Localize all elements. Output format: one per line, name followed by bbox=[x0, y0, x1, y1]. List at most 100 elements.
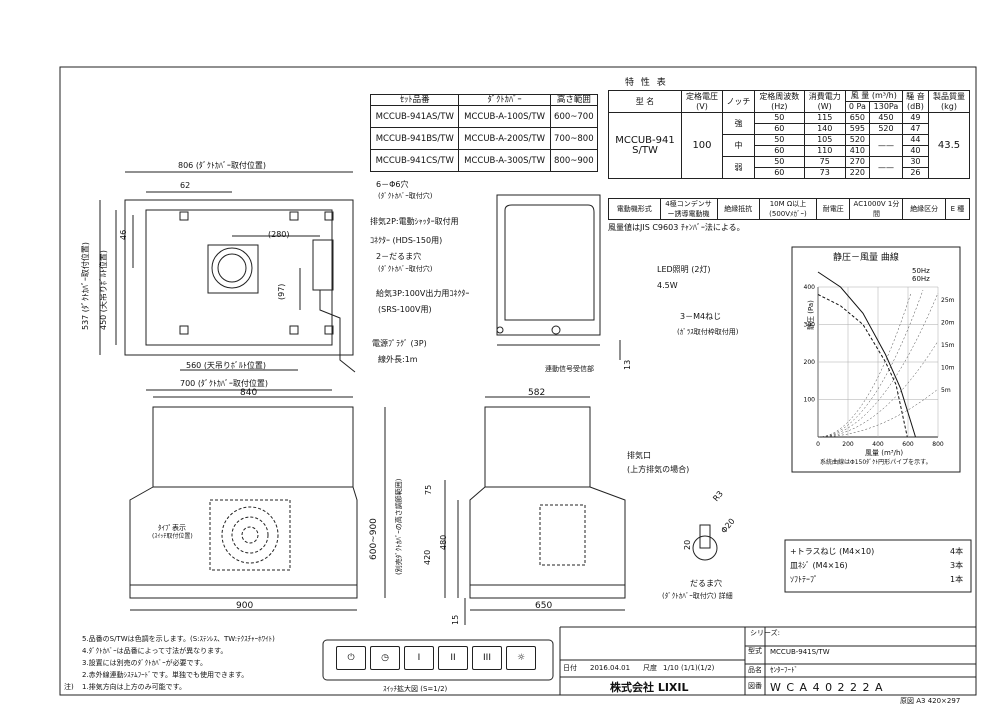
exhaust-label-sub: (上方排気の場合) bbox=[627, 465, 690, 474]
chart-duct-label: 20m bbox=[941, 320, 955, 327]
daruma-detail-label: だるま穴 bbox=[690, 579, 722, 588]
set-cell: MCCUB-941BS/TW bbox=[369, 127, 460, 150]
spec-h-noise: 騒 音(dB) bbox=[901, 90, 929, 113]
dim-20: 20 bbox=[683, 539, 692, 550]
dim-600: 600~900 bbox=[369, 518, 379, 560]
spec-row2-cell: 絶縁抵抗 bbox=[716, 198, 760, 220]
set-header-duct: ﾀﾞｸﾄｶﾊﾞｰ bbox=[458, 94, 551, 106]
chart-y-tick: 100 bbox=[804, 397, 816, 404]
spec-cell: 50 bbox=[753, 134, 805, 146]
spec-cell: 140 bbox=[803, 123, 846, 135]
spec-h-voltage-unit: (V) bbox=[696, 101, 708, 111]
led-label: LED照明 (2灯) bbox=[657, 265, 711, 274]
spec-notch: 中 bbox=[721, 134, 755, 157]
spec-cell: 49 bbox=[901, 112, 929, 124]
chart-duct-label: 10m bbox=[941, 365, 955, 372]
set-cell: MCCUB-A-100S/TW bbox=[458, 105, 551, 128]
spec-cell: 60 bbox=[753, 123, 805, 135]
dim-75: 75 bbox=[424, 484, 433, 495]
spec-h-pa0: 0 Pa bbox=[844, 101, 871, 113]
spec-h-noise-text: 騒 音 bbox=[906, 91, 925, 101]
spec-cell: 595 bbox=[844, 123, 871, 135]
set-cell: 800~900 bbox=[549, 149, 599, 172]
exh-label: 排気2P:電動ｼｬｯﾀｰ取付用 bbox=[370, 217, 459, 226]
chart-system-curve bbox=[817, 292, 939, 438]
spec-cell: 115 bbox=[803, 112, 846, 124]
note: 5.品番のS/TWは色調を示します。(S:ｽﾃﾝﾚｽ、TW:ﾃｸｽﾁｬｰﾎﾜｲﾄ… bbox=[82, 635, 275, 643]
chart-duct-label: 5m bbox=[941, 387, 951, 394]
set-table: ｾｯﾄ品番 ﾀﾞｸﾄｶﾊﾞｰ 高さ範囲 MCCUB-941AS/TW MCCUB… bbox=[369, 94, 599, 172]
dim-537: 537 (ﾀﾞｸﾄｶﾊﾞｰ取付位置) bbox=[81, 241, 90, 330]
set-cell: MCCUB-A-200S/TW bbox=[458, 127, 551, 150]
switch-caption: ｽｲｯﾁ拡大図 (S=1/2) bbox=[383, 685, 448, 693]
set-cell: MCCUB-941CS/TW bbox=[369, 149, 460, 172]
spec-cell: 520 bbox=[844, 134, 871, 146]
spec-cell: 105 bbox=[803, 134, 846, 146]
spec-h-power-text: 消費電力 bbox=[808, 91, 841, 101]
chart-footnote: 系統曲線はΦ150ﾀﾞｸﾄ円形パイプを示す。 bbox=[820, 459, 932, 466]
dim-280: (280) bbox=[268, 230, 290, 239]
spec-h-power-unit: (W) bbox=[817, 101, 832, 111]
dim-450: 450 (天吊りﾎﾞﾙﾄ位置) bbox=[99, 249, 108, 330]
spec-row2-cell: AC1000V 1分間 bbox=[849, 198, 904, 220]
spec-cell: 270 bbox=[844, 156, 871, 168]
spec-cell: 47 bbox=[901, 123, 929, 135]
fan-low-switch: I bbox=[404, 646, 434, 670]
chart-x-tick: 200 bbox=[842, 441, 854, 448]
dim-13: 13 bbox=[623, 359, 632, 370]
spec-notch: 強 bbox=[721, 112, 755, 135]
dim-700: 700 (ﾀﾞｸﾄｶﾊﾞｰ取付位置) bbox=[180, 379, 269, 388]
spec-cell: 44 bbox=[901, 134, 929, 146]
dim-582: 582 bbox=[528, 388, 546, 398]
dim-420: 420 bbox=[423, 549, 432, 565]
spec-cell: 75 bbox=[803, 156, 846, 168]
spec-table: 型 名 定格電圧(V) ノッチ 定格周波数(Hz) 消費電力(W) 風 量 (m… bbox=[608, 90, 971, 179]
chart-y-tick: 400 bbox=[804, 284, 816, 291]
tb-company: 株式会社 LIXIL bbox=[610, 681, 689, 694]
part-qty: 3本 bbox=[950, 561, 964, 570]
chart-legend-60: 60Hz bbox=[912, 275, 930, 283]
sup-label-sub: (SRS-100V用) bbox=[378, 305, 432, 314]
tb-date-label: 日付 bbox=[563, 664, 577, 672]
chart-duct-label: 15m bbox=[941, 342, 955, 349]
chart-x-tick: 800 bbox=[932, 441, 944, 448]
spec-h-voltage: 定格電圧(V) bbox=[681, 90, 723, 113]
spec-notch: 弱 bbox=[721, 156, 755, 179]
set-cell: 600~700 bbox=[549, 105, 599, 128]
spec-cell: 73 bbox=[803, 167, 846, 179]
daruma-detail-sub: (ﾀﾞｸﾄｶﾊﾞｰ取付穴) 詳細 bbox=[662, 592, 733, 600]
dim-806: 806 (ﾀﾞｸﾄｶﾊﾞｰ取付位置) bbox=[178, 161, 267, 170]
spec-row2: 電動機形式 4極コンデンサー誘導電動機 絶縁抵抗 10M Ω以上(500Vﾒｶﾞ… bbox=[608, 198, 971, 220]
m4-label-sub: (ｶﾞﾗｽ取付枠取付用) bbox=[677, 328, 739, 336]
fan-mid-switch: II bbox=[438, 646, 468, 670]
part-qty: 1本 bbox=[950, 575, 964, 584]
note: 4.ﾀﾞｸﾄｶﾊﾞｰは品番によって寸法が異なります。 bbox=[82, 647, 228, 655]
side-switch-label: (ｽｲｯﾁ取付位置) bbox=[152, 533, 193, 540]
spec-cell: 220 bbox=[844, 167, 871, 179]
spec-cell: 110 bbox=[803, 145, 846, 157]
dim-840: 840 bbox=[240, 388, 258, 398]
hole-label: 6－Φ6穴 bbox=[376, 180, 409, 189]
spec-h-pa130: 130Pa bbox=[869, 101, 903, 113]
led-watt: 4.5W bbox=[657, 281, 678, 290]
chart-x-tick: 400 bbox=[872, 441, 884, 448]
set-header-height: 高さ範囲 bbox=[549, 94, 599, 106]
tb-date: 2016.04.01 bbox=[590, 664, 631, 672]
chart-system-curve bbox=[817, 340, 939, 438]
spec-cell: —— bbox=[869, 156, 903, 179]
tb-model-label: 型式 bbox=[748, 647, 762, 655]
set-cell: 700~800 bbox=[549, 127, 599, 150]
cord-label: 線外長:1m bbox=[378, 355, 418, 364]
spec-cell: 50 bbox=[753, 156, 805, 168]
spec-h-airflow: 風 量 (m³/h) bbox=[844, 90, 903, 102]
chart-duct-label: 25m bbox=[941, 297, 955, 304]
hole-label-sub: (ﾀﾞｸﾄｶﾊﾞｰ取付穴) bbox=[378, 192, 433, 200]
plug-label: 電源ﾌﾟﾗｸﾞ (3P) bbox=[372, 339, 427, 348]
spec-cell: 520 bbox=[869, 123, 903, 135]
spec-h-voltage-text: 定格電圧 bbox=[685, 91, 718, 101]
chart-legend-50: 50Hz bbox=[912, 267, 930, 275]
tb-dwg-label: 図番 bbox=[748, 682, 762, 690]
exh-label-sub: ｺﾈｸﾀｰ (HDS-150用) bbox=[370, 236, 443, 245]
spec-cell: 60 bbox=[753, 145, 805, 157]
